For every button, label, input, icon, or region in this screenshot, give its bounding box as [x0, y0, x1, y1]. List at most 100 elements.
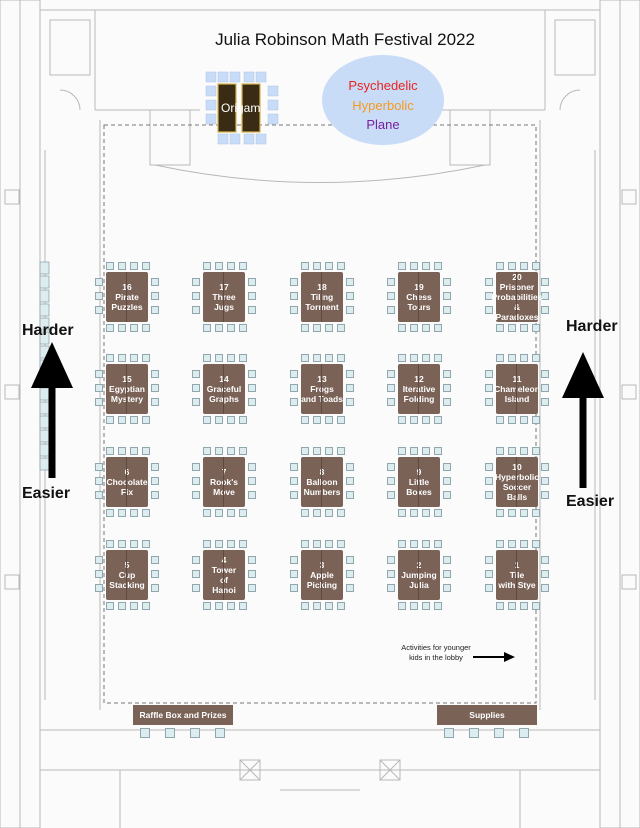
chair: [387, 584, 395, 592]
chair: [95, 556, 103, 564]
chair: [443, 584, 451, 592]
table-activity-name: Pirate: [115, 292, 139, 302]
chair: [142, 262, 150, 270]
chair: [151, 477, 159, 485]
chair: [422, 416, 430, 424]
chair: [508, 602, 516, 610]
chair: [532, 509, 540, 517]
chair: [106, 354, 114, 362]
chair: [313, 354, 321, 362]
chair: [239, 324, 247, 332]
chair: [422, 262, 430, 270]
chair: [290, 292, 298, 300]
chair: [290, 306, 298, 314]
activity-table-5: 5CupStacking: [106, 550, 148, 600]
chair: [346, 556, 354, 564]
chair: [520, 416, 528, 424]
chair: [106, 540, 114, 548]
chair: [485, 491, 493, 499]
table-divider: [126, 457, 127, 507]
table-activity-name: Rook's: [210, 477, 238, 487]
chair: [118, 602, 126, 610]
chair: [337, 416, 345, 424]
table-number: 5: [109, 560, 144, 570]
chair: [410, 324, 418, 332]
chair: [434, 602, 442, 610]
chair: [95, 398, 103, 406]
chair: [203, 602, 211, 610]
chair: [95, 584, 103, 592]
chair: [532, 602, 540, 610]
chair: [165, 728, 175, 738]
chair: [290, 477, 298, 485]
chair: [142, 354, 150, 362]
chair: [118, 540, 126, 548]
hyperbolic-line-1: Psychedelic: [348, 78, 418, 93]
right-difficulty-arrow: [562, 352, 604, 488]
table-number: 10: [512, 462, 522, 472]
chair: [239, 602, 247, 610]
activity-table-2: 2JumpingJulia: [398, 550, 440, 600]
chair: [290, 278, 298, 286]
table-divider: [516, 457, 517, 507]
chair: [532, 324, 540, 332]
chair: [485, 477, 493, 485]
table-activity-name: Hanoi: [212, 585, 236, 595]
chair: [508, 354, 516, 362]
chair: [192, 477, 200, 485]
chair: [434, 262, 442, 270]
table-number: 8: [304, 467, 341, 477]
chair: [95, 306, 103, 314]
right-easier-label: Easier: [566, 493, 615, 510]
chair: [520, 602, 528, 610]
chair: [520, 447, 528, 455]
chair: [130, 262, 138, 270]
chair: [346, 398, 354, 406]
chair: [508, 447, 516, 455]
table-number: 15: [122, 374, 132, 384]
chair: [130, 354, 138, 362]
lobby-note: Activities for younger kids in the lobby: [401, 643, 471, 662]
chair: [301, 354, 309, 362]
chair: [142, 602, 150, 610]
chair: [313, 262, 321, 270]
table-number: 11: [512, 374, 522, 384]
chair: [227, 416, 235, 424]
left-harder-label: Harder: [22, 322, 74, 339]
chair: [192, 306, 200, 314]
chair: [541, 570, 549, 578]
chair: [346, 306, 354, 314]
table-divider: [321, 457, 322, 507]
chair: [346, 370, 354, 378]
chair: [485, 584, 493, 592]
chair: [443, 570, 451, 578]
chair: [142, 447, 150, 455]
table-divider: [321, 364, 322, 414]
chair: [443, 463, 451, 471]
chair: [387, 463, 395, 471]
table-activity-name: Tiling: [305, 292, 338, 302]
chair: [192, 370, 200, 378]
table-number: 18: [317, 282, 327, 292]
chair: [248, 370, 256, 378]
chair: [130, 447, 138, 455]
chair: [346, 491, 354, 499]
table-activity-name: of: [219, 575, 229, 585]
activity-table-8: 8BalloonNumbers: [301, 457, 343, 507]
chair: [496, 262, 504, 270]
chair: [519, 728, 529, 738]
hyperbolic-line-3: Plane: [366, 117, 400, 132]
chair: [508, 262, 516, 270]
chair: [106, 262, 114, 270]
table-activity-name: Tower: [211, 565, 237, 575]
chair: [346, 570, 354, 578]
chair: [410, 262, 418, 270]
chair: [337, 540, 345, 548]
chair: [248, 398, 256, 406]
chair: [95, 491, 103, 499]
chair: [227, 324, 235, 332]
chair: [325, 416, 333, 424]
chair: [106, 602, 114, 610]
chair: [508, 416, 516, 424]
